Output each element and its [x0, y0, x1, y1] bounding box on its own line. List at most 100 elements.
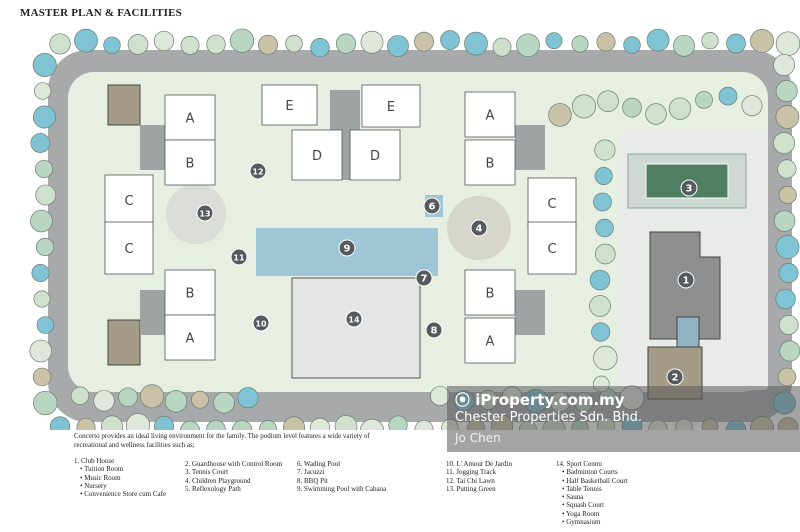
tree-icon — [180, 35, 200, 55]
legend-item: 14. Sport Centre — [556, 460, 603, 468]
tree-icon — [668, 97, 692, 120]
legend-col-5: 14. Sport Centre Badminton Courts Half B… — [556, 460, 628, 526]
tree-icon — [206, 34, 226, 55]
tree-icon — [335, 33, 357, 54]
legend-item: 5. Reflexology Path — [185, 484, 241, 493]
tree-icon — [773, 132, 796, 154]
legend-subitem: Tuition Room — [74, 465, 166, 473]
legend-col-4: 10. L' Amour De Jardin 11. Jogging Track… — [446, 460, 512, 493]
legend-item: 9. Swimming Pool with Cabana — [297, 484, 387, 493]
legend-item: 2. Guardhouse with Control Room — [185, 460, 283, 468]
legend-subitem: Music Room — [74, 474, 166, 482]
block-label: B — [486, 287, 495, 302]
tree-icon — [414, 31, 434, 52]
legend-item: 3. Tennis Court — [185, 468, 229, 477]
facility-marker: 10 — [252, 314, 270, 332]
tree-icon — [646, 28, 670, 52]
tree-icon — [153, 416, 175, 430]
tree-icon — [93, 390, 115, 412]
tree-icon — [773, 210, 796, 232]
block-label: D — [370, 149, 380, 164]
legend-subitem: Sauna — [556, 493, 628, 501]
building-block: B — [164, 269, 216, 316]
facility-marker: 12 — [249, 162, 267, 180]
tree-icon — [718, 86, 738, 106]
marker-number: 10 — [255, 320, 267, 329]
block-label: C — [124, 242, 133, 257]
tree-icon — [593, 192, 612, 212]
legend-item: 4. Children Playground — [185, 476, 251, 485]
facility-marker: 2 — [666, 368, 684, 386]
marker-number: 8 — [431, 326, 438, 337]
legend-col-2: 2. Guardhouse with Control Room 3. Tenni… — [185, 460, 282, 493]
legend-col-3: 6. Wading Pool 7. Jacuzzi 8. BBQ Pit 9. … — [297, 460, 386, 493]
building-block: A — [464, 317, 516, 364]
tree-icon — [231, 420, 253, 430]
tree-icon — [589, 295, 611, 317]
watermark-site: iProperty.com.my — [475, 391, 625, 409]
watermark-agency: Chester Properties Sdn. Bhd. — [455, 410, 643, 425]
legend-subitem: Nursery — [74, 482, 166, 490]
tree-icon — [673, 34, 695, 57]
facility-marker: 7 — [415, 269, 433, 287]
tree-icon — [49, 33, 71, 55]
tree-icon — [259, 420, 277, 430]
tree-icon — [773, 54, 795, 76]
tree-icon — [76, 417, 96, 430]
facility-marker: 4 — [470, 219, 488, 237]
tree-icon — [778, 315, 799, 335]
tree-icon — [589, 269, 611, 291]
block-label: A — [486, 109, 495, 124]
tree-icon — [594, 167, 613, 185]
tree-icon — [775, 235, 800, 259]
tree-icon — [35, 237, 55, 257]
tree-icon — [33, 82, 52, 100]
tree-icon — [571, 35, 589, 53]
tree-icon — [388, 415, 408, 430]
legend-subitem: Squash Court — [556, 501, 628, 509]
tree-icon — [516, 33, 540, 58]
tree-icon — [31, 263, 50, 283]
legend-item: 11. Jogging Track — [446, 468, 497, 477]
marker-number: 3 — [686, 184, 693, 195]
tree-icon — [597, 90, 619, 113]
tree-icon — [127, 34, 149, 55]
tree-icon — [775, 80, 798, 102]
tree-icon — [594, 139, 616, 161]
tree-icon — [35, 159, 54, 179]
block-label: E — [285, 99, 293, 114]
tree-icon — [778, 263, 799, 283]
legend-item: 7. Jacuzzi — [297, 468, 325, 477]
block-label: D — [312, 149, 322, 164]
tree-icon — [777, 159, 797, 179]
tree-icon — [229, 28, 255, 53]
tree-icon — [777, 367, 797, 387]
watermark-agent: Jo Chen — [455, 431, 501, 445]
block-label: B — [186, 157, 195, 172]
marker-number: 7 — [421, 274, 428, 285]
marker-number: 11 — [233, 254, 245, 263]
tree-icon — [191, 390, 209, 409]
legend-item: 10. L' Amour De Jardin — [446, 460, 513, 468]
block-label: C — [124, 194, 133, 209]
watermark: ⦿ iProperty.com.my Chester Properties Sd… — [447, 386, 800, 452]
tree-icon — [33, 290, 51, 308]
legend-subitem: Half Basketball Court — [556, 477, 627, 485]
page-title: MASTER PLAN & FACILITIES — [20, 7, 182, 19]
tree-icon — [35, 184, 57, 206]
building-block: B — [464, 139, 516, 186]
tree-icon — [775, 31, 800, 56]
facility-marker: 3 — [680, 179, 698, 197]
block-label: B — [186, 287, 195, 302]
tree-icon — [622, 97, 642, 118]
marker-number: 12 — [252, 168, 263, 177]
tree-icon — [779, 340, 800, 362]
block-label: A — [186, 332, 195, 347]
marker-number: 9 — [344, 244, 351, 255]
tree-icon — [310, 37, 330, 58]
building-block: C — [527, 221, 577, 275]
tree-icon — [591, 322, 611, 342]
tree-icon — [387, 35, 409, 57]
tree-icon — [164, 390, 188, 413]
legend-item: 1. Club House — [74, 457, 115, 465]
